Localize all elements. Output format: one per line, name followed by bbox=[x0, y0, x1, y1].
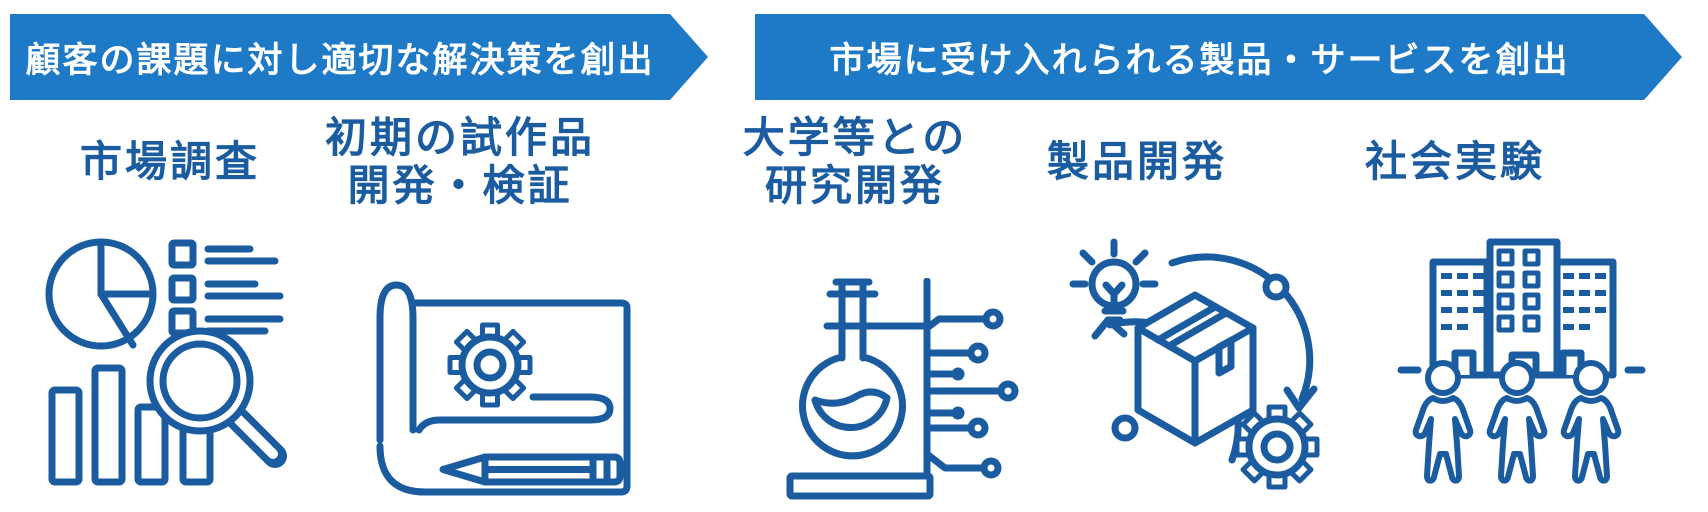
step-label-social-experiment: 社会実験 bbox=[1364, 138, 1545, 185]
step-label-product-development: 製品開発 bbox=[1046, 138, 1227, 185]
banner-label: 市場に受け入れられる製品・サービスを創出 bbox=[829, 40, 1570, 80]
magnifier-icon bbox=[146, 327, 287, 468]
step-label-market-research: 市場調査 bbox=[79, 138, 260, 185]
blueprint-sheet-icon bbox=[376, 281, 631, 496]
package-box-icon bbox=[1134, 291, 1257, 447]
circuit-icon bbox=[923, 278, 1019, 480]
gear-icon bbox=[1234, 404, 1320, 490]
lightbulb-icon bbox=[1069, 238, 1159, 324]
prototype-blueprint-icon bbox=[376, 281, 631, 496]
checklist-icon bbox=[168, 239, 284, 337]
product-development-icon bbox=[1069, 238, 1320, 490]
step-label-prototype: 初期の試作品 開発・検証 bbox=[325, 114, 596, 209]
banner-arrow-market-products: 市場に受け入れられる製品・サービスを創出 bbox=[755, 14, 1682, 100]
step-label-university-rnd: 大学等との 研究開発 bbox=[742, 114, 968, 209]
pie-chart-icon bbox=[45, 238, 157, 350]
banner-label: 顧客の課題に対し適切な解決策を創出 bbox=[25, 40, 655, 80]
buildings-icon bbox=[1429, 238, 1617, 379]
university-rnd-flask-icon bbox=[786, 278, 1019, 500]
bar-chart-icon bbox=[48, 364, 214, 486]
flask-icon bbox=[786, 278, 934, 500]
drawn-line bbox=[415, 393, 614, 434]
gear-icon bbox=[447, 322, 533, 408]
market-research-icon bbox=[45, 238, 287, 486]
banner-arrow-customer-solutions: 顧客の課題に対し適切な解決策を創出 bbox=[10, 14, 708, 100]
people-icon bbox=[1412, 360, 1622, 484]
social-experiment-icon bbox=[1397, 238, 1646, 484]
pencil-icon bbox=[439, 453, 624, 486]
